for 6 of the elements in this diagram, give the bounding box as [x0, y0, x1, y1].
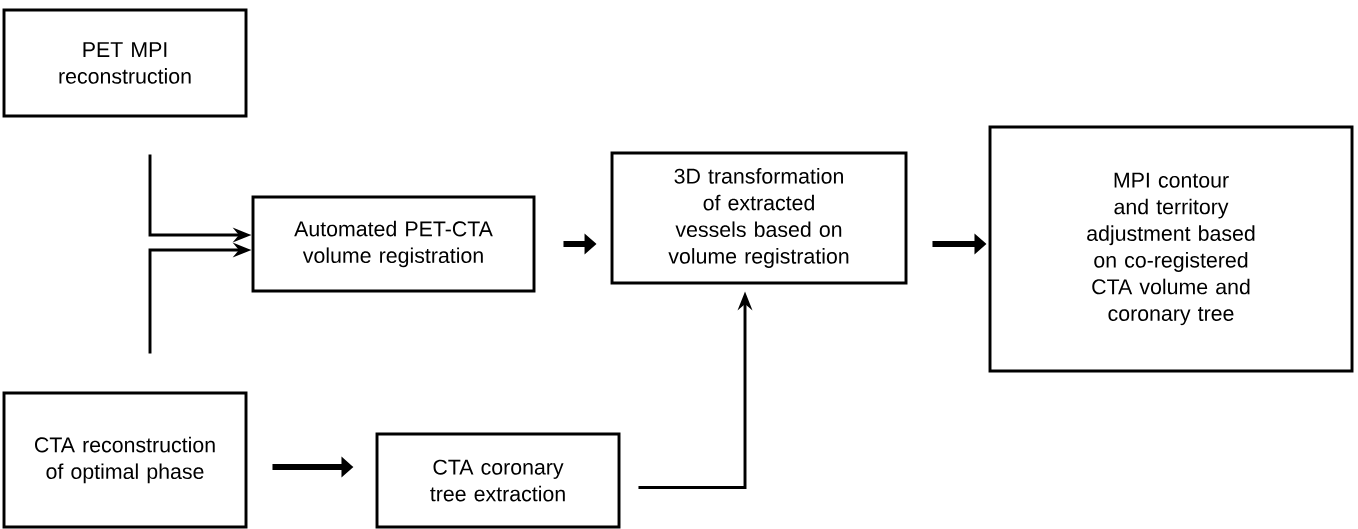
- process-box: MPI contour and territory adjustment based on co-registered CTA volume and coronary tree: [988, 125, 1354, 373]
- process-box: CTA coronary tree extraction: [375, 432, 621, 529]
- process-box: PET MPI reconstruction: [2, 8, 248, 118]
- process-box: 3D transformation of extracted vessels based on volume registration: [610, 151, 908, 285]
- process-box: CTA reconstruction of optimal phase: [2, 391, 248, 529]
- process-box: Automated PET-CTA volume registration: [251, 195, 536, 293]
